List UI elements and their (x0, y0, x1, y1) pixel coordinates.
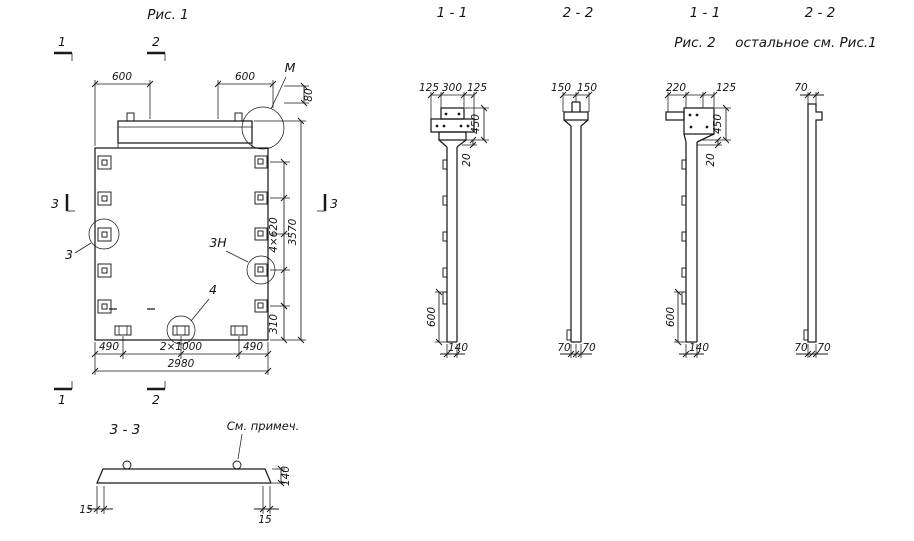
fig1-detail-labels: М 3 3Н 4 (65, 60, 296, 322)
dim-125-l: 125 (419, 82, 439, 94)
dim-4x620: 4×620 (268, 217, 280, 253)
panel-outline (94, 147, 269, 341)
dim-150-l: 150 (551, 82, 571, 94)
section-1-1-fig2: 1 - 1 220 125 450 20 600 140 (664, 5, 736, 358)
dim-140-b: 140 (689, 342, 709, 354)
dim-15-right: 15 (258, 514, 272, 526)
cut-mark-1-top: 1 (58, 34, 66, 49)
dim-2x1000: 2×1000 (160, 341, 203, 353)
rib-column-b (685, 142, 698, 343)
dim-70-r-a: 70 (582, 342, 596, 354)
fig1-panel-elevation (88, 106, 285, 345)
dim-3570: 3570 (287, 218, 299, 245)
rib-column-22b (807, 103, 823, 343)
dim-600-a: 600 (426, 307, 438, 327)
slab-section (96, 468, 272, 484)
dim-125-r: 125 (467, 82, 487, 94)
dim-220: 220 (666, 82, 686, 94)
section-2-2a-title: 2 - 2 (563, 5, 594, 21)
dim-70-top-b: 70 (794, 82, 808, 94)
section-2-2-fig1: 2 - 2 150 150 70 70 (551, 5, 597, 358)
fig1-title: Рис. 1 (147, 7, 189, 23)
cut-mark-1-bottom: 1 (58, 392, 66, 407)
dim-15-left: 15 (79, 504, 93, 516)
cut-mark-3-right: 3 (330, 196, 338, 211)
fig2-caption-group: Рис. 2 остальное см. Рис.1 (674, 35, 877, 51)
dim-125-b: 125 (716, 82, 736, 94)
embeds-bottom (114, 325, 248, 336)
fig1-title-group: Рис. 1 (147, 7, 189, 23)
dim-490-left: 490 (99, 341, 119, 353)
loop-right (232, 460, 242, 470)
lifting-loop-right (234, 112, 243, 122)
dim-2980: 2980 (168, 358, 195, 370)
note-see-remark: См. примеч. (227, 419, 300, 433)
embeds-left (97, 155, 112, 314)
dim-70-l-a: 70 (557, 342, 571, 354)
dim-490-right: 490 (243, 341, 263, 353)
dim-600-right: 600 (235, 71, 255, 83)
dim-600-b: 600 (665, 307, 677, 327)
fig1-dims-top: 600 600 80 (91, 71, 315, 146)
label-m: М (285, 60, 296, 75)
cut-mark-2-top: 2 (152, 34, 160, 49)
cut-mark-3-left: 3 (51, 196, 59, 211)
dim-20-b: 20 (705, 153, 717, 167)
section-1-1a-title: 1 - 1 (437, 5, 468, 21)
section-3-3-title: 3 - 3 (110, 422, 141, 438)
loop-left (122, 460, 132, 470)
dim-150-r: 150 (577, 82, 597, 94)
dim-70-l-b: 70 (794, 342, 808, 354)
fig2-caption-rest: остальное см. Рис.1 (735, 35, 877, 51)
cut-mark-2-bottom: 2 (152, 392, 160, 407)
section-1-1-fig1: 1 - 1 125 300 125 450 20 600 140 (419, 5, 489, 358)
rib-column-22 (570, 126, 582, 343)
label-detail-3: 3 (65, 247, 73, 262)
dim-20-a: 20 (461, 153, 473, 167)
detail-circle-3 (88, 218, 120, 250)
fig1-dims-bottom: 490 2×1000 490 2980 (91, 336, 272, 375)
dim-600-left: 600 (112, 71, 132, 83)
section-3-3: 3 - 3 См. примеч. 140 15 15 (79, 419, 299, 526)
label-detail-3n: 3Н (209, 235, 227, 250)
dim-300: 300 (442, 82, 462, 94)
detail-circle-m (241, 106, 285, 150)
embeds-right (254, 155, 268, 313)
section-2-2-fig2: 2 - 2 70 70 70 (794, 5, 835, 358)
section-1-1b-title: 1 - 1 (690, 5, 721, 21)
fig1-dims-right: 4×620 310 3570 (254, 117, 306, 344)
section-2-2b-title: 2 - 2 (805, 5, 836, 21)
dim-140-a: 140 (448, 342, 468, 354)
dim-310: 310 (268, 314, 280, 334)
dim-450-a: 450 (470, 114, 482, 134)
label-detail-4: 4 (209, 282, 217, 297)
dim-70-r-b: 70 (817, 342, 831, 354)
dim-140-slab: 140 (280, 466, 292, 486)
dim-80: 80 (303, 88, 315, 102)
fig1-cut-markers: 1 2 1 2 3 3 (51, 34, 338, 407)
top-beam (117, 120, 253, 144)
rib-column (446, 147, 458, 343)
lifting-loop-left (126, 112, 135, 122)
fig2-caption: Рис. 2 (674, 35, 716, 51)
dim-450-b: 450 (712, 114, 724, 134)
